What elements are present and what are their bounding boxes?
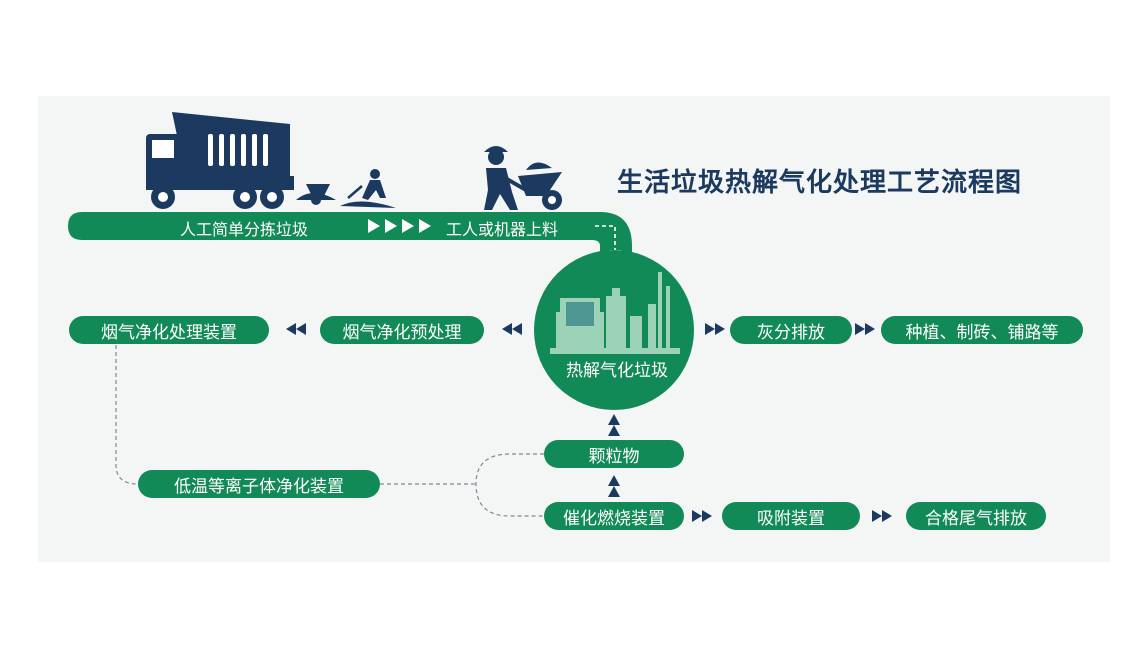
page-title: 生活垃圾热解气化处理工艺流程图 bbox=[617, 168, 1023, 198]
node-plasma-purifier: 低温等离子体净化装置 bbox=[138, 470, 380, 498]
center-label: 热解气化垃圾 bbox=[566, 361, 668, 381]
right-arrows bbox=[692, 323, 892, 522]
dashed-feed-arrow bbox=[595, 225, 616, 252]
node-qualified-emission: 合格尾气排放 bbox=[906, 502, 1046, 530]
node-particles: 颗粒物 bbox=[544, 440, 684, 468]
worker-cart-icon bbox=[484, 146, 562, 210]
track-arrows bbox=[368, 219, 431, 233]
worker-shovel-icon bbox=[296, 169, 396, 208]
dump-truck-icon bbox=[146, 112, 294, 209]
left-arrows bbox=[286, 323, 522, 335]
node-ash-discharge: 灰分排放 bbox=[730, 316, 852, 344]
plant-window bbox=[566, 302, 594, 326]
step-manual-sorting: 人工简单分拣垃圾 bbox=[180, 220, 309, 239]
node-catalytic-combustion: 催化燃烧装置 bbox=[544, 502, 684, 530]
node-adsorption: 吸附装置 bbox=[722, 502, 860, 530]
step-feeding: 工人或机器上料 bbox=[446, 220, 559, 239]
dashed-connectors bbox=[115, 345, 544, 517]
node-flue-gas-pretreatment: 烟气净化预处理 bbox=[320, 316, 484, 344]
up-arrows bbox=[608, 414, 620, 497]
node-flue-gas-purifier: 烟气净化处理装置 bbox=[69, 316, 269, 344]
top-track bbox=[68, 212, 632, 266]
node-ash-use: 种植、制砖、铺路等 bbox=[881, 316, 1083, 344]
